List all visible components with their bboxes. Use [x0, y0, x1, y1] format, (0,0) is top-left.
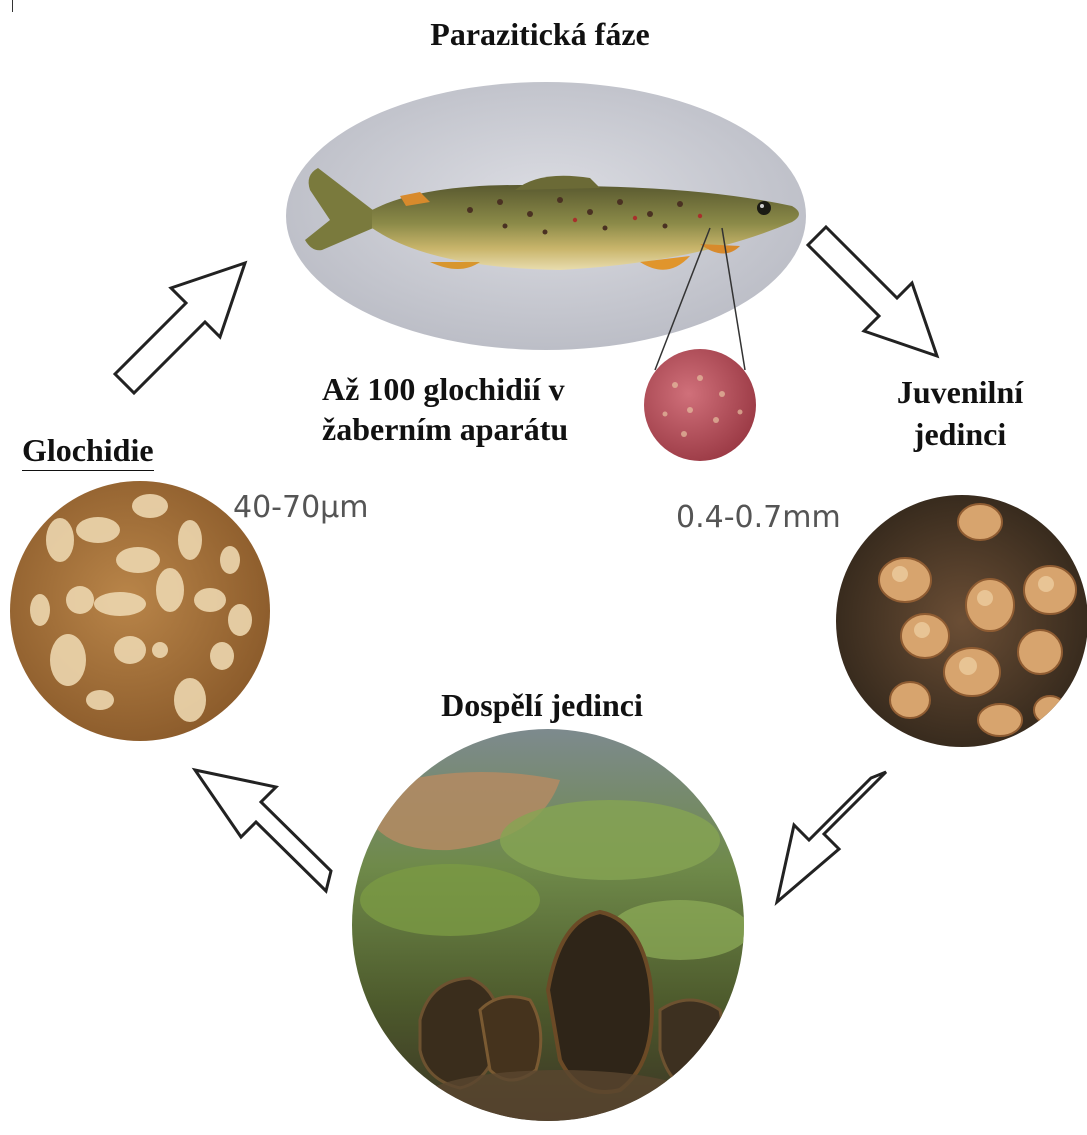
gill-note-line2: žaberním aparátu — [322, 409, 568, 449]
arrow-adults-to-glochidia — [195, 770, 331, 891]
fish-photo — [286, 82, 806, 350]
juvenile-label-line2: jedinci — [880, 414, 1040, 454]
adult-mussels-photo — [352, 729, 750, 1130]
gill-note-line1: Až 100 glochidií v — [322, 369, 565, 409]
arrow-juvenile-to-adults — [777, 772, 886, 902]
adults-label: Dospělí jedinci — [392, 685, 692, 725]
glochidia-size: 40-70µm — [233, 490, 368, 525]
arrow-fish-to-juvenile — [808, 227, 937, 356]
juvenile-size: 0.4-0.7mm — [676, 500, 841, 535]
arrow-glochidia-to-fish — [115, 263, 245, 393]
parasitic-phase-label: Parazitická fáze — [400, 14, 680, 54]
glochidia-label: Glochidie — [22, 430, 154, 471]
juvenile-label-line1: Juvenilní — [880, 372, 1040, 412]
glochidia-micrograph — [10, 481, 270, 741]
juvenile-mussels-photo — [836, 495, 1087, 747]
